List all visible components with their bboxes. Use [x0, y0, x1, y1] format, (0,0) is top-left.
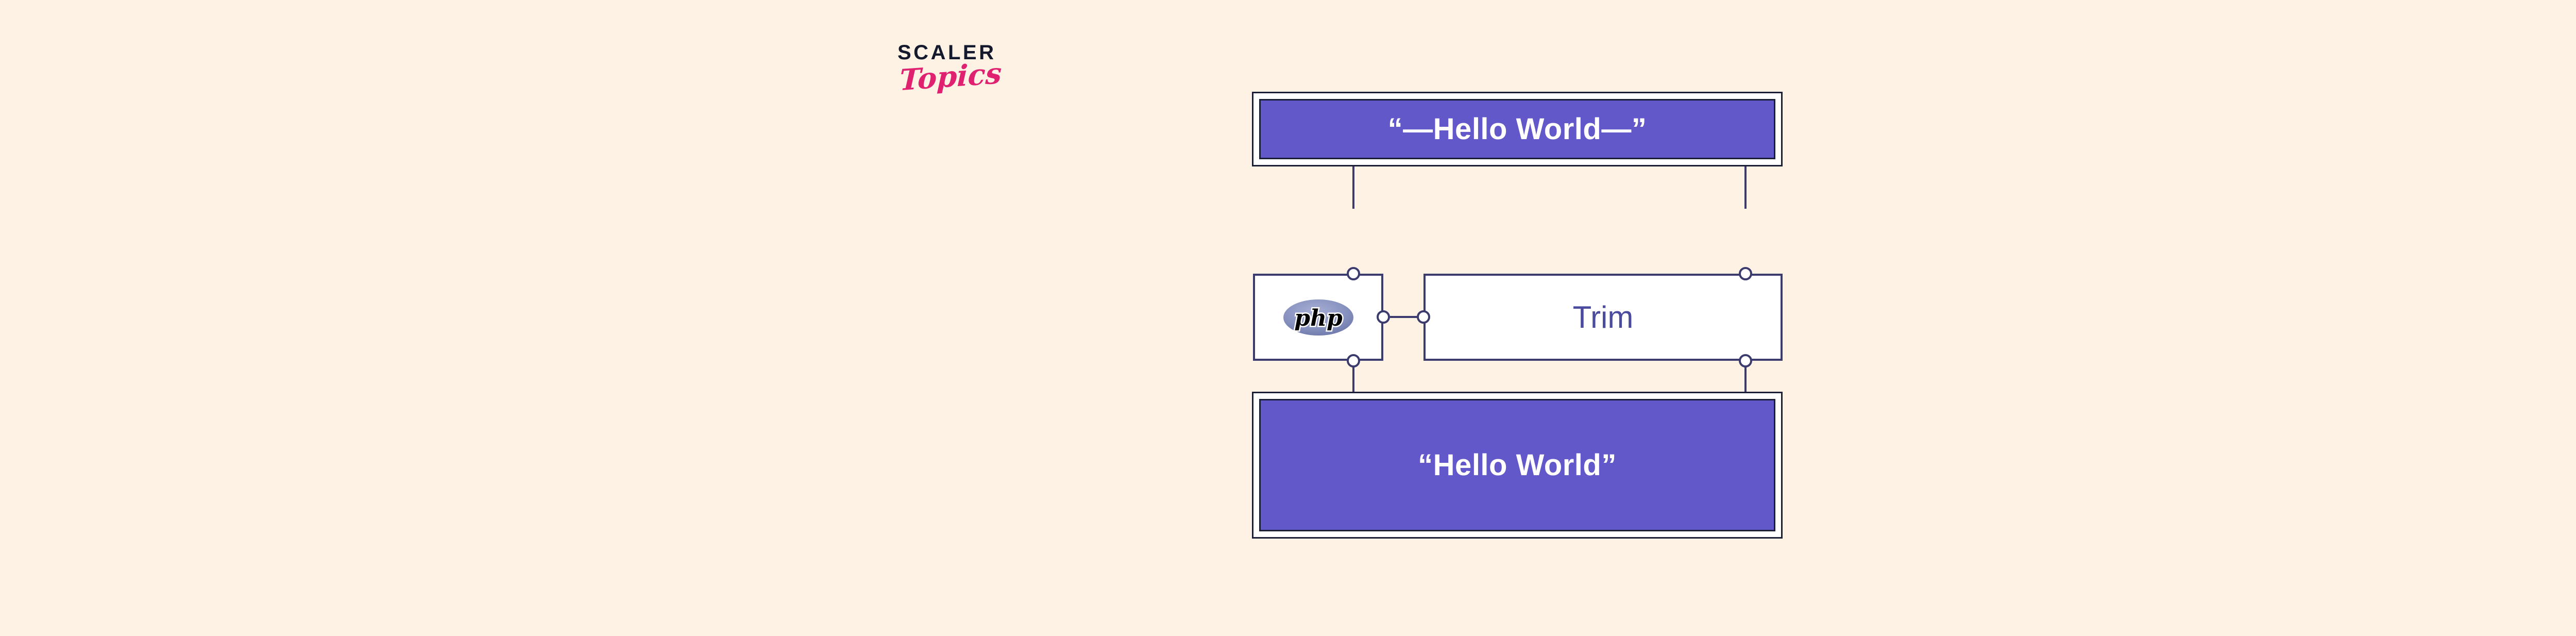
node-output-string-label: “Hello World”: [1418, 448, 1617, 482]
edge-php-to-output: [1352, 361, 1354, 393]
node-input-string: “—Hello World—”: [1252, 92, 1783, 166]
logo-wordmark-scaler: SCALER: [897, 41, 996, 64]
node-trim-function-label: Trim: [1572, 299, 1634, 334]
node-output-string: “Hello World”: [1252, 392, 1783, 539]
port-php-right[interactable]: [1377, 310, 1390, 324]
edge-input-to-php: [1352, 166, 1354, 209]
node-trim-function: Trim: [1423, 274, 1783, 361]
node-output-string-fill: “Hello World”: [1259, 399, 1775, 531]
scaler-topics-logo: SCALER Topics: [897, 42, 1052, 109]
node-input-string-fill: “—Hello World—”: [1259, 99, 1775, 159]
node-php-engine: php: [1253, 274, 1383, 361]
svg-text:php: php: [1294, 305, 1343, 331]
php-logo-icon: php: [1282, 298, 1354, 337]
edge-input-to-trim: [1744, 166, 1747, 209]
port-trim-left[interactable]: [1417, 310, 1430, 324]
port-trim-bottom[interactable]: [1739, 354, 1752, 367]
port-php-top[interactable]: [1347, 267, 1360, 280]
port-trim-top[interactable]: [1739, 267, 1752, 280]
port-php-bottom[interactable]: [1347, 354, 1360, 367]
edge-php-to-trim: [1390, 316, 1421, 318]
edge-trim-to-output: [1744, 361, 1747, 393]
node-input-string-label: “—Hello World—”: [1387, 112, 1647, 146]
